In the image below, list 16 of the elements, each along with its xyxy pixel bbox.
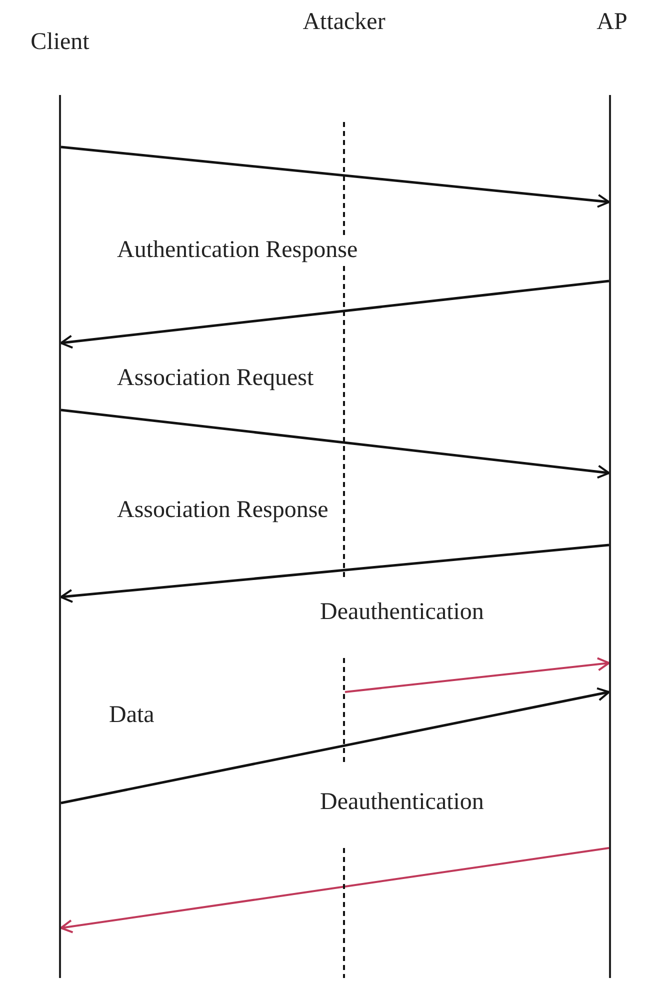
arrow xyxy=(60,847,610,934)
arrow xyxy=(60,544,610,603)
participant-name: AP xyxy=(596,10,628,34)
dashed-lifeline xyxy=(343,122,345,978)
arrow xyxy=(344,657,610,693)
participant-name: Client xyxy=(30,30,90,54)
arrow xyxy=(60,280,610,349)
message-label: Association Request xyxy=(115,366,316,390)
participant-name: Attacker xyxy=(302,10,386,34)
message-label: Authentication Response xyxy=(115,238,360,262)
message-label: Association Response xyxy=(115,498,330,522)
arrow xyxy=(60,687,610,804)
lifeline xyxy=(609,95,611,978)
lifeline xyxy=(59,95,61,978)
arrow xyxy=(60,146,610,208)
arrow xyxy=(60,408,610,479)
